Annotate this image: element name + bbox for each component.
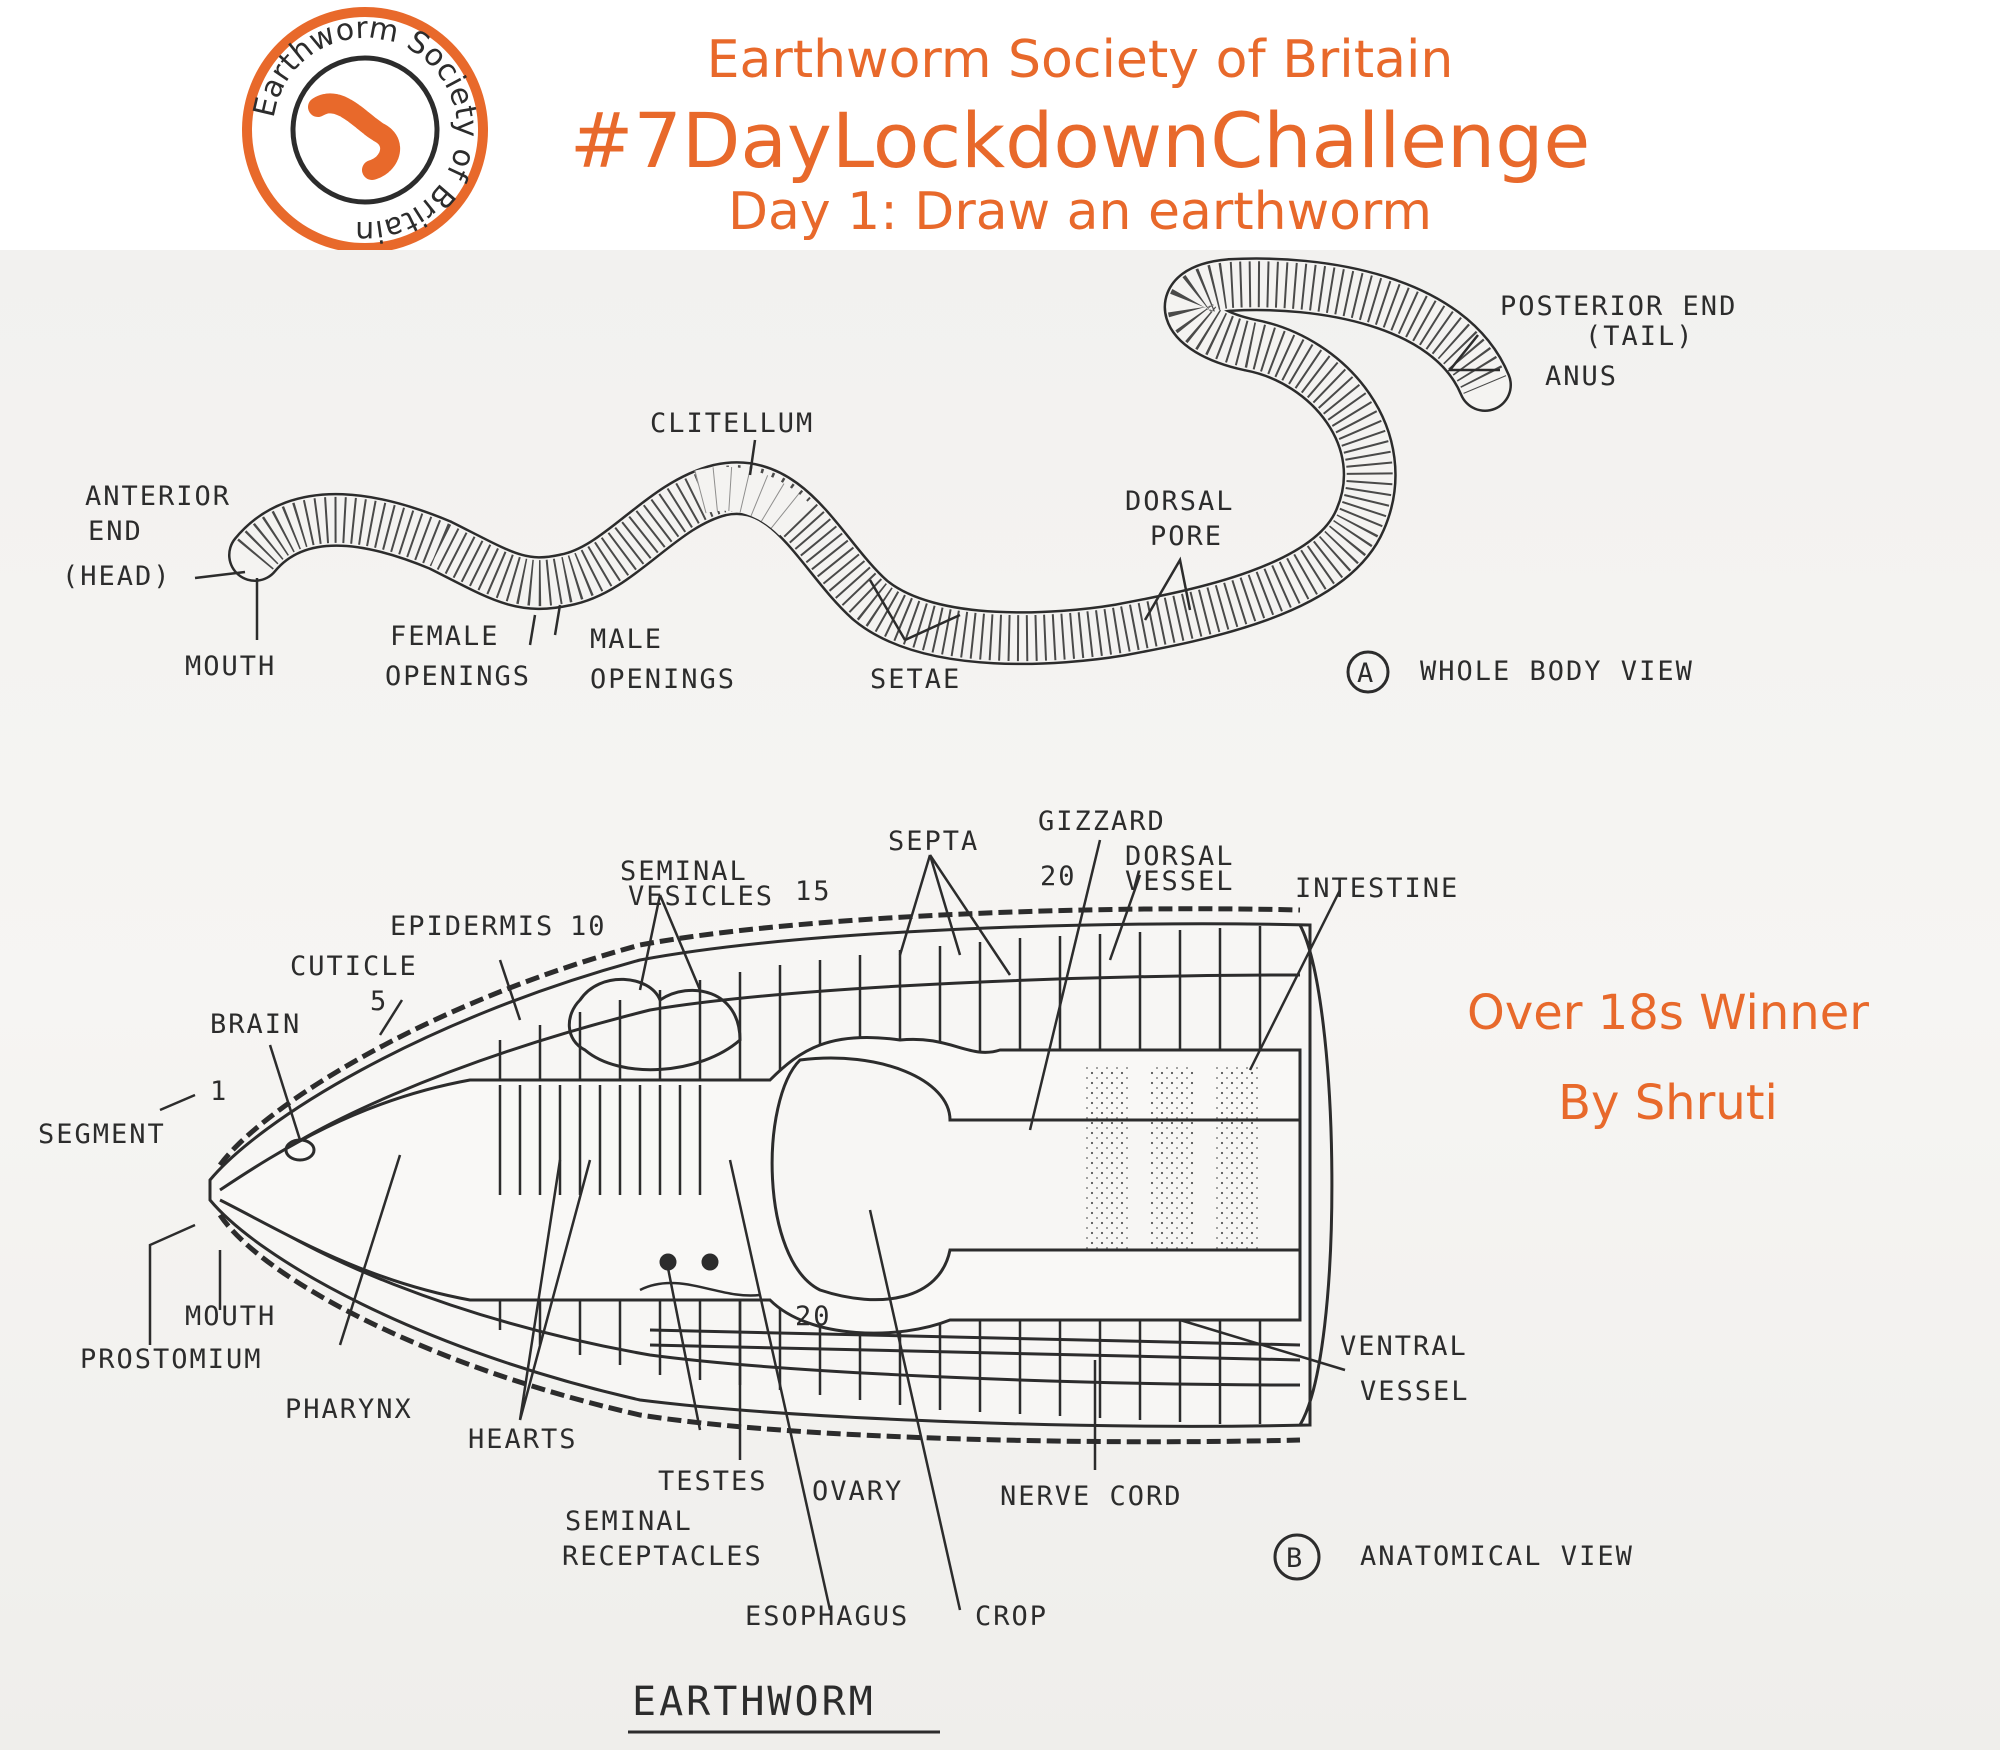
label-clitellum: CLITELLUM: [650, 408, 814, 439]
label-anterior-3: (HEAD): [62, 561, 172, 592]
label-seminal-receptacles-1: SEMINAL: [565, 1506, 693, 1537]
label-seminal-receptacles-2: RECEPTACLES: [562, 1541, 763, 1572]
view-b-marker-circle: [1273, 1533, 1321, 1581]
label-dorsal-pore-2: PORE: [1150, 521, 1223, 552]
label-female-1: FEMALE: [390, 621, 500, 652]
diagram-title: EARTHWORM: [632, 1679, 876, 1725]
label-num-1: 1: [210, 1076, 228, 1107]
label-ventral-vessel-2: VESSEL: [1360, 1376, 1470, 1407]
org-name: Earthworm Society of Britain: [706, 30, 1454, 90]
view-b-labels: SEGMENT 1 BRAIN CUTICLE 5 EPIDERMIS 10 S…: [38, 806, 1634, 1632]
view-a-marker: A: [1357, 658, 1375, 689]
label-setae: SETAE: [870, 664, 961, 695]
winner-line-1: Over 18s Winner: [1467, 985, 1869, 1041]
label-crop: CROP: [975, 1601, 1048, 1632]
label-female-2: OPENINGS: [385, 661, 531, 692]
label-epidermis: EPIDERMIS: [390, 911, 554, 942]
label-prostomium: PROSTOMIUM: [80, 1344, 263, 1375]
label-cuticle: CUTICLE: [290, 951, 418, 982]
label-anus: ANUS: [1545, 361, 1618, 392]
logo-worm-icon: [308, 93, 401, 180]
day-subtitle: Day 1: Draw an earthworm: [727, 182, 1433, 242]
header: Earthworm Society of Britain Earthworm S…: [0, 0, 2000, 253]
label-male-1: MALE: [590, 624, 663, 655]
label-esophagus: ESOPHAGUS: [745, 1601, 909, 1632]
label-hearts: HEARTS: [468, 1424, 578, 1455]
whole-body-worm: [228, 257, 1512, 666]
label-intestine: INTESTINE: [1295, 873, 1459, 904]
society-logo: Earthworm Society of Britain: [242, 7, 488, 253]
label-seminal-vesicles-1: SEMINAL: [620, 856, 748, 887]
label-ventral-vessel-1: VENTRAL: [1340, 1331, 1468, 1362]
label-segment: SEGMENT: [38, 1119, 166, 1150]
view-a-marker-circle: [1346, 650, 1390, 694]
earthworm-diagram: ANTERIOR END (HEAD) MOUTH FEMALE OPENING…: [38, 257, 1737, 1734]
label-dorsal-pore-1: DORSAL: [1125, 486, 1235, 517]
label-dorsal-vessel-1: DORSAL: [1125, 841, 1235, 872]
label-dorsal-vessel-2: VESSEL: [1125, 866, 1235, 897]
label-septa: SEPTA: [888, 826, 979, 857]
label-num-20-lower: 20: [795, 1301, 832, 1332]
label-nerve-cord: NERVE CORD: [1000, 1481, 1183, 1512]
label-mouth-b: MOUTH: [185, 1301, 276, 1332]
label-anterior-1: ANTERIOR: [85, 481, 231, 512]
label-num-15: 15: [795, 876, 832, 907]
label-mouth-a: MOUTH: [185, 651, 276, 682]
label-brain: BRAIN: [210, 1009, 301, 1040]
label-gizzard: GIZZARD: [1038, 806, 1166, 837]
view-a-leader-lines: [194, 334, 1500, 646]
view-a-labels: ANTERIOR END (HEAD) MOUTH FEMALE OPENING…: [62, 291, 1737, 695]
view-b-leader-lines: [148, 839, 1346, 1611]
view-a-caption: WHOLE BODY VIEW: [1420, 656, 1694, 687]
label-posterior-2: (TAIL): [1585, 321, 1695, 352]
label-seminal-vesicles-2: VESICLES: [628, 881, 774, 912]
label-pharynx: PHARYNX: [285, 1394, 413, 1425]
winner-line-2: By Shruti: [1558, 1075, 1778, 1131]
anatomical-body: [208, 906, 1334, 1445]
view-b-marker: B: [1286, 1543, 1304, 1574]
label-num-10: 10: [570, 911, 607, 942]
hashtag-title: #7DayLockdownChallenge: [569, 96, 1591, 185]
label-num-20: 20: [1040, 861, 1077, 892]
label-ovary: OVARY: [812, 1476, 903, 1507]
label-testes: TESTES: [658, 1466, 768, 1497]
label-anterior-2: END: [88, 516, 143, 547]
drawing-paper: ANTERIOR END (HEAD) MOUTH FEMALE OPENING…: [0, 250, 2000, 1750]
label-posterior-1: POSTERIOR END: [1500, 291, 1737, 322]
label-male-2: OPENINGS: [590, 664, 736, 695]
label-num-5: 5: [370, 986, 388, 1017]
view-b-caption: ANATOMICAL VIEW: [1360, 1541, 1634, 1572]
